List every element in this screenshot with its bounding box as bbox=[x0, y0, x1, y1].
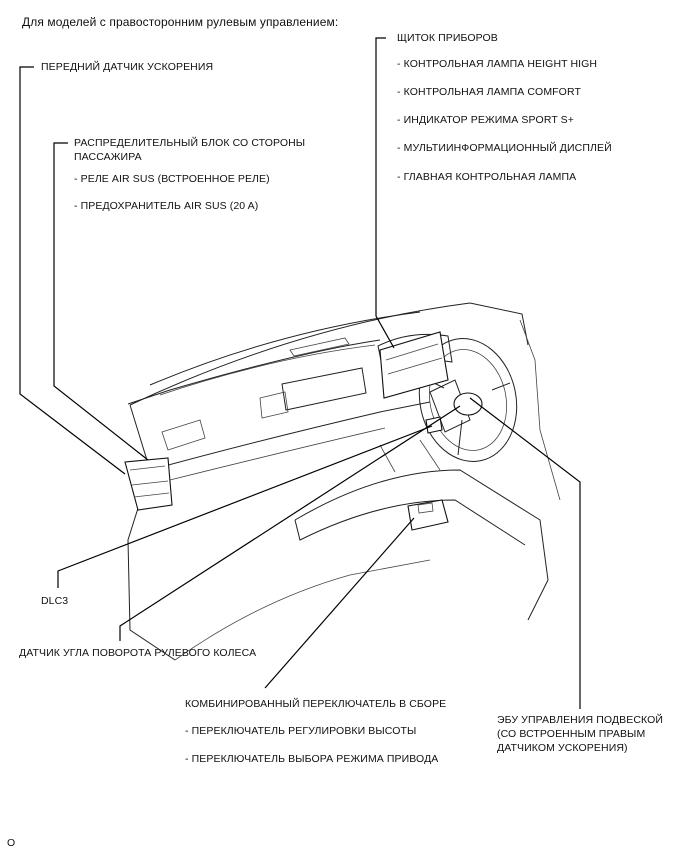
right-door-line bbox=[519, 319, 561, 501]
console-tunnel bbox=[379, 439, 441, 473]
dashboard-panel-line bbox=[159, 344, 376, 396]
figure-code: O bbox=[7, 837, 16, 849]
junction-block-title: РАСПРЕДЕЛИТЕЛЬНЫЙ БЛОК СО СТОРОНЫ ПАССАЖ… bbox=[74, 137, 306, 163]
dashboard-rear-edge bbox=[149, 311, 421, 386]
label-dlc3: DLC3 bbox=[41, 595, 69, 607]
leader-meter bbox=[375, 37, 395, 349]
meter-title: ЩИТОК ПРИБОРОВ bbox=[397, 32, 498, 44]
leader-combination-switch bbox=[264, 517, 415, 689]
console-side bbox=[294, 499, 526, 546]
meter-item-comfort: - КОНТРОЛЬНАЯ ЛАМПА COMFORT bbox=[397, 86, 581, 98]
leader-dlc3 bbox=[57, 425, 433, 588]
junction-block-item-relay: - РЕЛЕ AIR SUS (ВСТРОЕННОЕ РЕЛЕ) bbox=[74, 173, 270, 185]
leader-front-sensor bbox=[19, 66, 126, 475]
combination-switch-part bbox=[407, 499, 449, 531]
meter-item-height-high: - КОНТРОЛЬНАЯ ЛАМПА HEIGHT HIGH bbox=[397, 58, 598, 70]
label-front-acceleration-sensor: ПЕРЕДНИЙ ДАТЧИК УСКОРЕНИЯ bbox=[41, 61, 214, 73]
page-title: Для моделей с правосторонним рулевым упр… bbox=[22, 15, 339, 29]
meter-item-multi-display: - МУЛЬТИИНФОРМАЦИОННЫЙ ДИСПЛЕЙ bbox=[397, 142, 612, 154]
dlc3-part bbox=[425, 416, 443, 434]
center-display bbox=[281, 367, 367, 411]
windshield-line bbox=[127, 339, 381, 405]
floor-line bbox=[174, 559, 431, 661]
junction-block-detail bbox=[129, 465, 170, 498]
meter-item-sport-s-plus: - ИНДИКАТОР РЕЖИМА SPORT S+ bbox=[397, 114, 574, 126]
steering-sensor-part bbox=[453, 392, 483, 416]
leader-steering-sensor bbox=[119, 405, 461, 641]
leader-junction-block bbox=[53, 142, 149, 461]
center-vent-left bbox=[259, 391, 289, 419]
label-suspension-ecu: ЭБУ УПРАВЛЕНИЯ ПОДВЕСКОЙ (СО ВСТРОЕННЫМ … bbox=[497, 714, 664, 754]
dashboard-left-face bbox=[127, 404, 176, 661]
instrument-cluster-part bbox=[379, 331, 449, 399]
steering-wheel-rim bbox=[418, 338, 518, 462]
combination-switch-item-height: - ПЕРЕКЛЮЧАТЕЛЬ РЕГУЛИРОВКИ ВЫСОТЫ bbox=[185, 725, 417, 737]
center-console bbox=[294, 469, 549, 621]
defroster-vent bbox=[289, 337, 350, 357]
dashboard-front-face bbox=[149, 401, 431, 471]
combination-switch-title: КОМБИНИРОВАННЫЙ ПЕРЕКЛЮЧАТЕЛЬ В СБОРЕ bbox=[185, 698, 447, 710]
combination-switch-knob bbox=[417, 502, 434, 514]
dashboard-left-vent bbox=[161, 419, 206, 451]
steering-wheel-inner bbox=[428, 349, 508, 451]
dashboard-top-edge bbox=[129, 302, 529, 406]
dashboard-lower-line bbox=[169, 427, 386, 481]
combination-switch-item-drive-mode: - ПЕРЕКЛЮЧАТЕЛЬ ВЫБОРА РЕЖИМА ПРИВОДА bbox=[185, 753, 439, 765]
instrument-cluster-detail bbox=[385, 343, 443, 375]
leader-ecu bbox=[469, 397, 581, 709]
junction-block-item-fuse: - ПРЕДОХРАНИТЕЛЬ AIR SUS (20 A) bbox=[74, 200, 259, 212]
label-steering-angle-sensor: ДАТЧИК УГЛА ПОВОРОТА РУЛЕВОГО КОЛЕСА bbox=[19, 647, 257, 659]
meter-item-master-warning: - ГЛАВНАЯ КОНТРОЛЬНАЯ ЛАМПА bbox=[397, 171, 577, 183]
